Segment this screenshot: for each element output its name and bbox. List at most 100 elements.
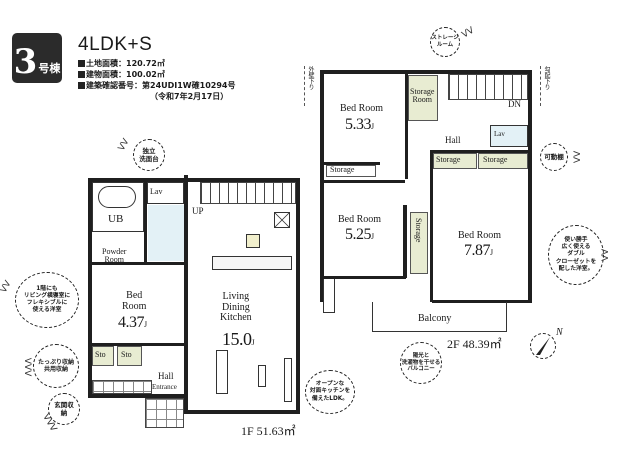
wall: [88, 178, 300, 182]
balcony: [372, 302, 507, 332]
bathtub-icon: [98, 186, 136, 208]
room-label-storage-2f-4: Storage: [413, 218, 423, 243]
bubble-balcony: 陽光と 洗濯物を干せる バルコニー: [400, 342, 442, 384]
room-size-bedroom-1f: 4.37J: [118, 314, 147, 331]
storage-closet: [92, 346, 114, 366]
room-label-ldk: Living Dining Kitchen: [220, 291, 252, 323]
room-label-sto-1: Sto: [95, 350, 106, 359]
bubble-double-closet: 使い勝手 広く使える ダブル クローゼットを 配した洋室。: [548, 225, 604, 285]
burst-icon: ᐯᐯ: [601, 248, 612, 262]
room-label-bedroom-5-33: Bed Room: [340, 103, 384, 114]
wall: [88, 343, 184, 346]
room-label-bedroom-1f: Bed Room: [122, 290, 147, 312]
bubble-washstand: 独立 洗面台: [133, 139, 165, 171]
corridor-fill: [148, 205, 184, 261]
approval-date: （令和7年2月17日）: [150, 92, 229, 101]
porch-tiles: [145, 398, 184, 428]
spec-approval-number: 建築確認番号：第24UDI1W確10294号: [78, 80, 235, 91]
spec-land-area: 土地面積：120.72㎡: [78, 58, 165, 69]
storage-closet: [326, 165, 376, 177]
room-size-bedroom-7-87: 7.87J: [464, 242, 493, 259]
bubble-shoe-storage: 玄関収納: [48, 393, 80, 425]
room-size-bedroom-5-25: 5.25J: [345, 226, 374, 243]
burst-icon: ᐯᐯᐯ: [22, 357, 33, 377]
wall: [430, 150, 532, 153]
wall: [320, 180, 405, 183]
burst-icon: ᐯᐯ: [573, 150, 584, 164]
room-size-bedroom-5-33: 5.33J: [345, 116, 374, 133]
burst-icon: ᐯᐯ: [116, 137, 132, 153]
wall: [528, 70, 532, 302]
fridge-space-icon: [274, 212, 290, 228]
lavatory-2f: [490, 125, 528, 147]
kitchen-pantry: [246, 234, 260, 248]
storage-closet-vertical: [410, 212, 428, 274]
layout-type-title: 4LDK+S: [78, 34, 153, 55]
storage-closet: [433, 153, 477, 169]
wall: [144, 182, 147, 262]
table-icon: [258, 365, 266, 387]
wall: [320, 70, 532, 74]
bubble-shared-storage: たっぷり収納 共用収納: [33, 344, 79, 388]
note-vertical-right: 勾配下り: [540, 66, 551, 106]
wall: [88, 262, 184, 265]
room-label-storage-2f-3: Storage: [483, 155, 508, 164]
wall: [184, 182, 188, 414]
storage-closet: [117, 346, 142, 366]
compass-needle-icon: [536, 337, 550, 355]
compass-north-label: N: [556, 327, 563, 338]
room-label-lav: Lav: [150, 187, 163, 196]
building-number: 3: [13, 42, 38, 82]
spec-building-area: 建物面積：100.02㎡: [78, 69, 165, 80]
wall: [88, 178, 92, 398]
lavatory: [147, 182, 184, 204]
bullet-square-icon: [78, 82, 85, 89]
bubble-movable-shelf: 可動棚: [540, 143, 568, 171]
wall: [405, 74, 408, 179]
wall: [320, 276, 406, 279]
storage-room: [408, 75, 438, 121]
room-label-storage-room: Storage Room: [410, 87, 435, 105]
kitchen-counter: [212, 256, 292, 270]
room-label-dn: DN: [508, 99, 521, 109]
wall: [184, 175, 188, 187]
bullet-square-icon: [78, 60, 85, 67]
bubble-open-kitchen: オープンな 対面キッチンを 備えたLDK。: [305, 370, 355, 414]
building-number-badge: 3 号棟: [12, 33, 62, 83]
unit-bath: [92, 182, 144, 232]
wall: [320, 70, 324, 302]
room-label-hall-1f: Hall: [158, 371, 174, 381]
floor-area-2f: 2F 48.39㎡: [447, 337, 502, 351]
room-label-up: UP: [192, 206, 204, 216]
burst-icon: ᐯᐯ: [460, 25, 477, 41]
floor-area-1f: 1F 51.63㎡: [241, 424, 296, 438]
room-label-ub: UB: [108, 213, 124, 225]
wall: [184, 410, 300, 414]
bubble-bedroom-1f: 1階にも リビング横寝室に フレキシブルに 使える洋室: [15, 272, 79, 328]
room-label-balcony: Balcony: [418, 313, 452, 324]
staircase: [200, 182, 296, 204]
wall: [403, 205, 407, 278]
staircase-2f: [448, 74, 528, 100]
wall: [296, 178, 300, 414]
storage-closet: [478, 153, 528, 169]
room-size-ldk: 15.0J: [222, 329, 255, 349]
bullet-square-icon: [78, 71, 85, 78]
room-label-powder-room: Powder Room: [102, 247, 127, 264]
note-vertical-left: 外壁下り: [304, 66, 315, 106]
room-label-lav-2f: Lav: [494, 130, 505, 138]
room-label-bedroom-5-25: Bed Room: [338, 214, 382, 225]
balcony-edge: [323, 279, 335, 313]
burst-icon: ᐯᐯ: [0, 279, 14, 295]
compass-icon: [530, 333, 556, 359]
bubble-storage-room: ストレージ ルーム: [430, 27, 460, 57]
wall: [88, 394, 184, 398]
room-label-hall-2f: Hall: [445, 135, 461, 145]
wall: [432, 300, 532, 303]
building-suffix: 号棟: [38, 62, 61, 75]
room-label-storage-2f-2: Storage: [436, 155, 461, 164]
sofa-icon: [216, 350, 228, 394]
room-label-bedroom-7-87: Bed Room: [458, 230, 502, 241]
room-label-storage-2f-1: Storage: [330, 165, 355, 174]
room-label-entrance: Entrance: [152, 383, 177, 391]
